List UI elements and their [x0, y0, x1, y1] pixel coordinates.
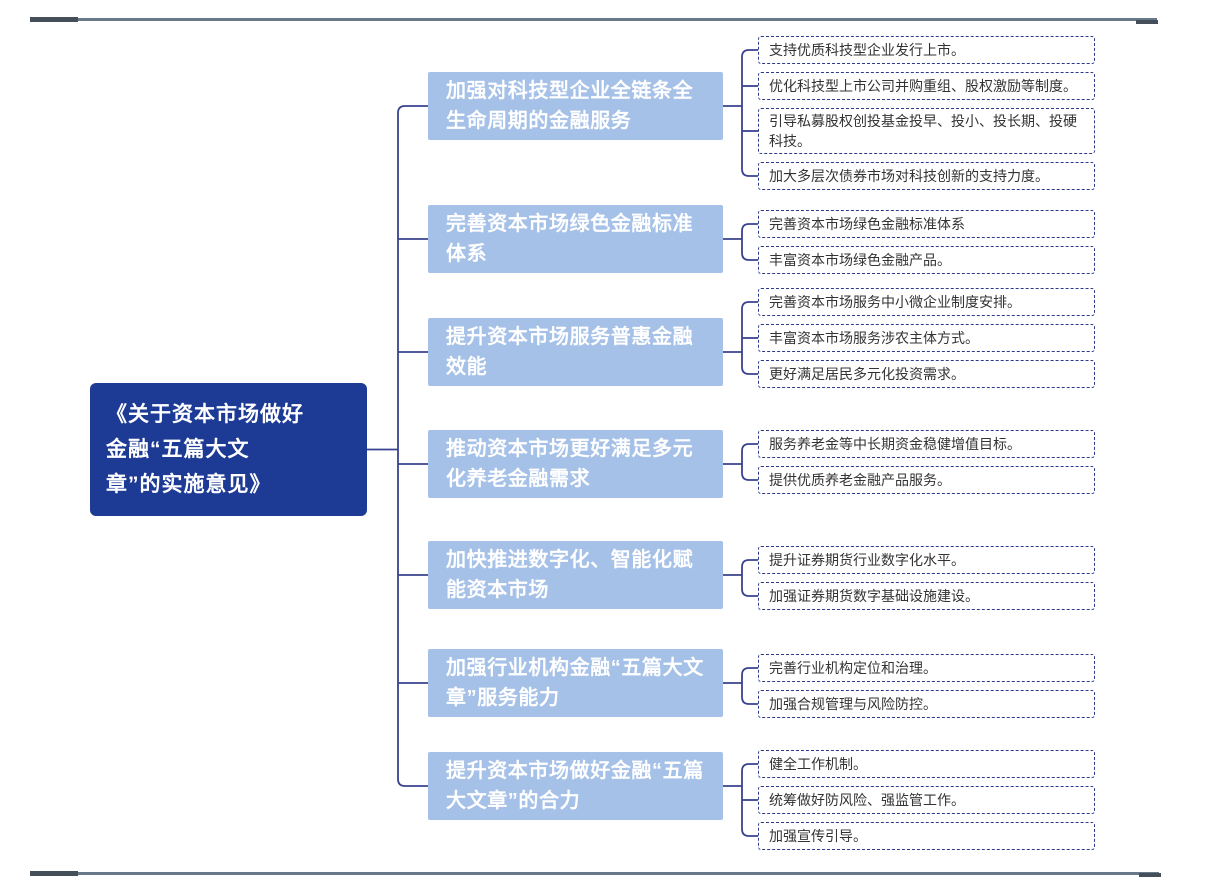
bottom-border-rule-left-tick	[30, 871, 78, 876]
leaf-label: 丰富资本市场服务涉农主体方式。	[769, 330, 979, 346]
leaf-node: 完善资本市场服务中小微企业制度安排。	[758, 288, 1095, 316]
leaf-node: 完善资本市场绿色金融标准体系	[758, 210, 1095, 238]
bottom-border-rule	[33, 872, 1159, 875]
leaf-stack: 完善资本市场服务中小微企业制度安排。丰富资本市场服务涉农主体方式。更好满足居民多…	[758, 288, 1095, 388]
leaf-label: 完善资本市场绿色金融标准体系	[769, 216, 965, 232]
root-node: 《关于资本市场做好 金融“五篇大文 章”的实施意见》	[90, 383, 367, 516]
leaf-label: 更好满足居民多元化投资需求。	[769, 366, 965, 382]
leaf-label: 统筹做好防风险、强监管工作。	[769, 792, 965, 808]
leaf-stack: 完善资本市场绿色金融标准体系丰富资本市场绿色金融产品。	[758, 210, 1095, 274]
top-border-rule	[33, 18, 1157, 21]
leaf-stack: 健全工作机制。统筹做好防风险、强监管工作。加强宣传引导。	[758, 750, 1095, 850]
leaf-node: 加强合规管理与风险防控。	[758, 690, 1095, 718]
root-label: 《关于资本市场做好 金融“五篇大文 章”的实施意见》	[106, 403, 304, 496]
branch-label: 加快推进数字化、智能化赋能资本市场	[446, 549, 694, 601]
leaf-label: 引导私募股权创投基金投早、投小、投长期、投硬科技。	[769, 113, 1077, 149]
leaf-label: 支持优质科技型企业发行上市。	[769, 42, 965, 58]
top-border-rule-right-tick	[1136, 20, 1158, 24]
leaf-node: 优化科技型上市公司并购重组、股权激励等制度。	[758, 72, 1095, 100]
branch-label: 提升资本市场做好金融“五篇大文章”的合力	[446, 760, 704, 812]
leaf-node: 统筹做好防风险、强监管工作。	[758, 786, 1095, 814]
top-border-rule-left-tick	[30, 17, 78, 22]
branch-label: 完善资本市场绿色金融标准体系	[446, 213, 694, 265]
leaf-label: 提升证券期货行业数字化水平。	[769, 552, 965, 568]
branch-node: 推动资本市场更好满足多元化养老金融需求	[428, 430, 723, 498]
leaf-node: 提供优质养老金融产品服务。	[758, 466, 1095, 494]
leaf-node: 丰富资本市场绿色金融产品。	[758, 246, 1095, 274]
leaf-node: 加强宣传引导。	[758, 822, 1095, 850]
leaf-label: 健全工作机制。	[769, 756, 867, 772]
leaf-node: 健全工作机制。	[758, 750, 1095, 778]
leaf-label: 丰富资本市场绿色金融产品。	[769, 252, 951, 268]
leaf-stack: 服务养老金等中长期资金稳健增值目标。提供优质养老金融产品服务。	[758, 430, 1095, 494]
leaf-node: 加大多层次债券市场对科技创新的支持力度。	[758, 162, 1095, 190]
leaf-stack: 完善行业机构定位和治理。加强合规管理与风险防控。	[758, 654, 1095, 718]
leaf-node: 丰富资本市场服务涉农主体方式。	[758, 324, 1095, 352]
leaf-label: 加强合规管理与风险防控。	[769, 696, 937, 712]
leaf-node: 完善行业机构定位和治理。	[758, 654, 1095, 682]
branch-label: 加强行业机构金融“五篇大文章”服务能力	[446, 657, 704, 709]
leaf-node: 引导私募股权创投基金投早、投小、投长期、投硬科技。	[758, 108, 1095, 154]
branch-label: 提升资本市场服务普惠金融效能	[446, 326, 694, 378]
leaf-label: 提供优质养老金融产品服务。	[769, 472, 951, 488]
leaf-node: 更好满足居民多元化投资需求。	[758, 360, 1095, 388]
leaf-stack: 提升证券期货行业数字化水平。加强证券期货数字基础设施建设。	[758, 546, 1095, 610]
leaf-label: 服务养老金等中长期资金稳健增值目标。	[769, 436, 1021, 452]
bottom-border-rule-right-tick	[1139, 873, 1161, 877]
leaf-stack: 支持优质科技型企业发行上市。优化科技型上市公司并购重组、股权激励等制度。引导私募…	[758, 36, 1095, 190]
branch-node: 完善资本市场绿色金融标准体系	[428, 205, 723, 273]
leaf-label: 加强宣传引导。	[769, 828, 867, 844]
leaf-label: 加大多层次债券市场对科技创新的支持力度。	[769, 168, 1049, 184]
leaf-label: 加强证券期货数字基础设施建设。	[769, 588, 979, 604]
branch-node: 提升资本市场做好金融“五篇大文章”的合力	[428, 752, 723, 820]
branch-label: 加强对科技型企业全链条全生命周期的金融服务	[446, 80, 694, 132]
branch-label: 推动资本市场更好满足多元化养老金融需求	[446, 438, 694, 490]
leaf-label: 优化科技型上市公司并购重组、股权激励等制度。	[769, 78, 1077, 94]
leaf-node: 服务养老金等中长期资金稳健增值目标。	[758, 430, 1095, 458]
branch-node: 提升资本市场服务普惠金融效能	[428, 318, 723, 386]
leaf-label: 完善资本市场服务中小微企业制度安排。	[769, 294, 1021, 310]
leaf-label: 完善行业机构定位和治理。	[769, 660, 937, 676]
branch-node: 加强行业机构金融“五篇大文章”服务能力	[428, 649, 723, 717]
leaf-node: 加强证券期货数字基础设施建设。	[758, 582, 1095, 610]
branch-node: 加强对科技型企业全链条全生命周期的金融服务	[428, 72, 723, 140]
leaf-node: 支持优质科技型企业发行上市。	[758, 36, 1095, 64]
leaf-node: 提升证券期货行业数字化水平。	[758, 546, 1095, 574]
branch-node: 加快推进数字化、智能化赋能资本市场	[428, 541, 723, 609]
